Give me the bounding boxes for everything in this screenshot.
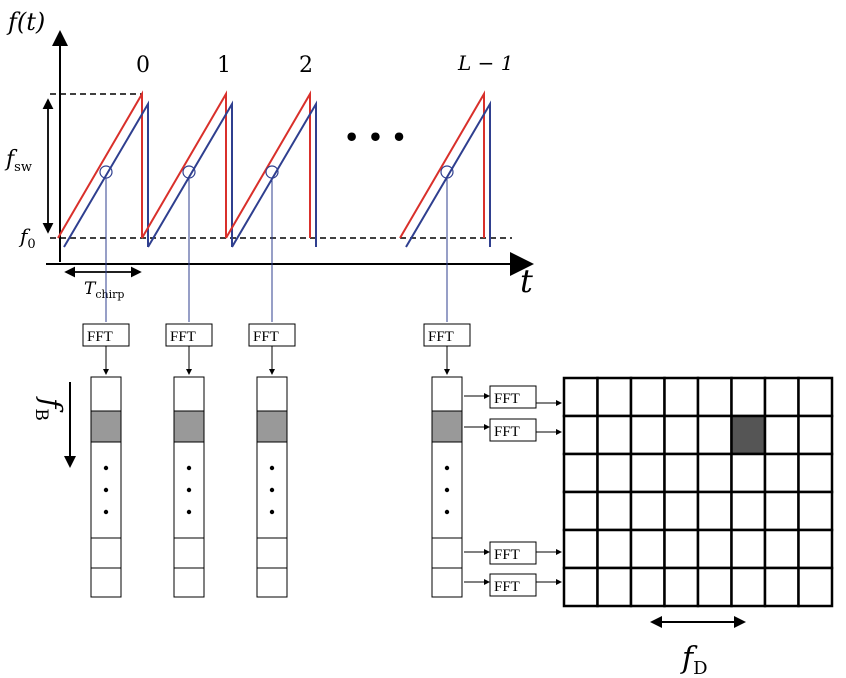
grid-cell: [562, 566, 599, 608]
grid-cell: [763, 414, 800, 456]
range-bin-column-1: [173, 376, 205, 598]
grid-cell: [562, 528, 599, 570]
fft-label: FFT: [494, 579, 520, 595]
grid-cell: [797, 566, 834, 608]
fsw-label: fsw: [4, 147, 32, 175]
fft-label: FFT: [87, 329, 113, 345]
grid-cell: [596, 490, 633, 532]
chirp-2: [225, 90, 317, 322]
fft-label: FFT: [170, 329, 196, 345]
fd-label: fD: [680, 641, 708, 678]
grid-cell: [663, 414, 700, 456]
fft-label: FFT: [494, 424, 520, 440]
grid-cell: [730, 414, 767, 456]
fft-label: FFT: [253, 329, 279, 345]
fft-label: FFT: [428, 329, 454, 345]
doppler-fft-row-1: FFT: [464, 418, 562, 442]
doppler-fft-row-0: FFT: [464, 385, 562, 409]
grid-cell: [696, 414, 733, 456]
grid-cell: [763, 490, 800, 532]
grid-cell: [562, 414, 599, 456]
grid-cell: [730, 376, 767, 418]
grid-cell: [730, 528, 767, 570]
grid-cell: [730, 490, 767, 532]
doppler-fft-row-5: FFT: [464, 573, 562, 597]
chirp-index-1: 1: [217, 53, 231, 78]
tx-chirp-last: [399, 90, 485, 239]
grid-cell: [730, 566, 767, 608]
x-axis-label: t: [520, 262, 533, 300]
grid-cell: [629, 452, 666, 494]
chirp-index-0: 0: [136, 53, 150, 78]
rx-chirp-2: [231, 100, 317, 248]
grid-cell: [696, 376, 733, 418]
range-fft-1: FFT: [165, 323, 213, 375]
range-fft-last: FFT: [423, 323, 471, 375]
grid-cell: [663, 376, 700, 418]
grid-cell: [562, 376, 599, 418]
grid-cell: [663, 528, 700, 570]
fb-label: fB: [31, 396, 68, 421]
tx-chirp-2: [225, 90, 311, 239]
chirp-ellipsis: • • •: [344, 123, 407, 152]
grid-cell: [562, 490, 599, 532]
grid-cell: [797, 414, 834, 456]
grid-cell: [663, 452, 700, 494]
grid-cell: [596, 376, 633, 418]
fft-label: FFT: [494, 547, 520, 563]
grid-cell: [629, 528, 666, 570]
grid-cell: [629, 566, 666, 608]
tx-chirp-1: [141, 90, 227, 239]
grid-cell: [696, 452, 733, 494]
tchirp-label: Tchirp: [84, 279, 124, 301]
grid-cell: [629, 414, 666, 456]
grid-cell: [797, 528, 834, 570]
fft-label: FFT: [494, 391, 520, 407]
chirp-index-last: L − 1: [457, 51, 513, 75]
grid-cell: [696, 528, 733, 570]
rx-chirp-0: [63, 100, 149, 248]
grid-cell: [663, 490, 700, 532]
range-fft-0: FFT: [82, 323, 130, 375]
grid-cell: [629, 490, 666, 532]
range-bin-column-0: [90, 376, 122, 598]
y-axis-label: f(t): [6, 8, 45, 36]
grid-cell: [763, 566, 800, 608]
grid-cell: [596, 452, 633, 494]
doppler-fft-row-4: FFT: [464, 541, 562, 565]
chirp-last: [399, 90, 491, 322]
grid-cell: [596, 414, 633, 456]
range-bin-column-2: [256, 376, 288, 598]
rx-chirp-1: [147, 100, 233, 248]
grid-cell: [797, 490, 834, 532]
grid-cell: [763, 452, 800, 494]
chirp-1: [141, 90, 233, 322]
chirp-index-2: 2: [299, 53, 313, 78]
grid-cell: [696, 490, 733, 532]
grid-cell: [562, 452, 599, 494]
grid-cell: [596, 528, 633, 570]
range-doppler-grid: [562, 376, 834, 608]
tx-chirp-0: [57, 90, 143, 239]
range-bin-column-last: [431, 376, 463, 598]
grid-cell: [629, 376, 666, 418]
range-fft-2: FFT: [248, 323, 296, 375]
f0-label: f0: [18, 224, 36, 252]
grid-cell: [696, 566, 733, 608]
grid-cell: [596, 566, 633, 608]
grid-cell: [730, 452, 767, 494]
grid-cell: [763, 528, 800, 570]
grid-cell: [797, 452, 834, 494]
grid-cell: [663, 566, 700, 608]
chirp-0: [57, 90, 149, 322]
grid-cell: [763, 376, 800, 418]
rx-chirp-last: [405, 100, 491, 248]
grid-cell: [797, 376, 834, 418]
